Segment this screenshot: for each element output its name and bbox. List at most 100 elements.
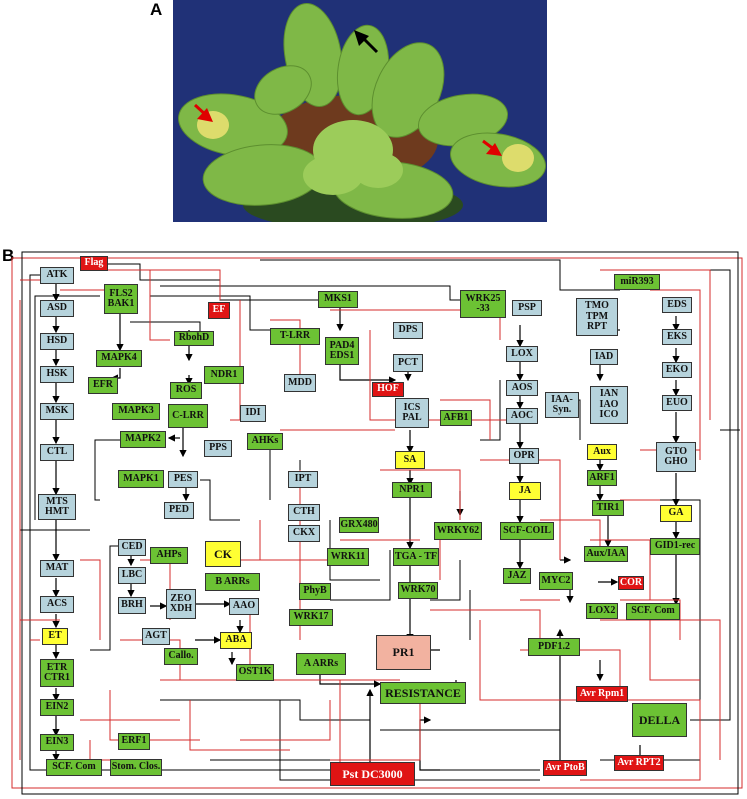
node-ped: PED — [164, 502, 194, 519]
node-della: DELLA — [632, 703, 687, 737]
node-avr-rpm1: Avr Rpm1 — [576, 686, 628, 702]
node-mdd: MDD — [284, 374, 316, 392]
node-stom-clos: Stom. Clos. — [110, 759, 162, 776]
node-etr-ctr1: ETR CTR1 — [40, 659, 74, 687]
node-opr: OPR — [509, 448, 539, 464]
node-ef: EF — [208, 302, 230, 319]
node-myc2: MYC2 — [539, 572, 573, 590]
node-ein3: EIN3 — [40, 734, 74, 751]
node-gid1-rec: GID1-rec — [650, 538, 700, 555]
node-b-arrs: B ARRs — [205, 573, 260, 591]
node-afb1: AFB1 — [440, 410, 472, 426]
node-grx480: GRX480 — [339, 517, 379, 533]
node-hof: HOF — [372, 382, 404, 397]
node-mapk2: MAPK2 — [120, 431, 166, 448]
node-pdf1-2: PDF1.2 — [528, 638, 580, 656]
node-lox2: LOX2 — [586, 603, 618, 619]
node-avr-ptob: Avr PtoB — [543, 760, 587, 776]
node-callo: Callo. — [164, 648, 198, 665]
node-asd: ASD — [40, 300, 74, 317]
node-mts-hmt: MTS HMT — [38, 494, 76, 520]
node-scf-com-right: SCF. Com — [626, 603, 680, 620]
node-ck: CK — [205, 541, 241, 567]
node-mks1: MKS1 — [318, 291, 358, 308]
node-ein2: EIN2 — [40, 699, 74, 716]
node-aoc: AOC — [506, 408, 538, 424]
node-ja: JA — [509, 482, 541, 500]
node-pct: PCT — [393, 354, 423, 372]
node-mapk1: MAPK1 — [118, 470, 164, 488]
node-mat: MAT — [40, 560, 74, 577]
node-wrky62: WRKY62 — [434, 522, 482, 540]
node-aux: Aux — [587, 444, 617, 460]
node-ced: CED — [118, 539, 146, 556]
node-euo: EUO — [662, 395, 692, 411]
node-aba: ABA — [220, 632, 252, 649]
node-eko: EKO — [662, 362, 692, 378]
node-jaz: JAZ — [503, 568, 531, 584]
node-lox: LOX — [506, 346, 538, 362]
node-aos: AOS — [506, 380, 538, 396]
node-mir393: miR393 — [614, 274, 660, 290]
node-tmo-tpm-rpt: TMO TPM RPT — [576, 298, 618, 336]
node-a-arrs: A ARRs — [296, 653, 346, 675]
node-aux-iaa: Aux/IAA — [584, 546, 628, 562]
node-acs: ACS — [40, 596, 74, 613]
node-erf1: ERF1 — [118, 733, 150, 750]
node-zeo-xdh: ZEO XDH — [166, 589, 196, 619]
node-tga-tf: TGA - TF — [393, 548, 439, 566]
node-ipt: IPT — [288, 471, 318, 488]
node-iaa-syn: IAA- Syn. — [545, 392, 579, 418]
node-wrk70: WRK70 — [398, 582, 438, 599]
node-resistance: RESISTANCE — [380, 682, 466, 704]
node-c-lrr: C-LRR — [168, 404, 208, 428]
node-ckx: CKX — [288, 525, 320, 542]
node-t-lrr: T-LRR — [270, 328, 320, 345]
node-phyb: PhyB — [299, 583, 331, 600]
node-agt: AGT — [142, 628, 170, 645]
node-msk: MSK — [40, 403, 74, 420]
node-wrk17: WRK17 — [289, 609, 333, 626]
node-ian-iao-ico: IAN IAO ICO — [590, 386, 628, 424]
node-efr: EFR — [88, 377, 118, 394]
node-hsk: HSK — [40, 366, 74, 383]
node-eds: EDS — [662, 297, 692, 313]
node-arf1: ARF1 — [587, 470, 617, 486]
node-npr1: NPR1 — [392, 482, 432, 498]
node-ga: GA — [660, 505, 692, 522]
node-fls2-bak1: FLS2 BAK1 — [104, 284, 138, 314]
node-ctl: CTL — [40, 444, 74, 461]
node-psp: PSP — [512, 300, 542, 316]
node-scf-coil: SCF-COIL — [500, 522, 554, 540]
node-ros: ROS — [170, 382, 202, 399]
node-idi: IDI — [240, 405, 266, 422]
node-cth: CTH — [288, 504, 320, 521]
node-avr-rpt2: Avr RPT2 — [614, 755, 664, 771]
node-wrk25-33: WRK25 -33 — [460, 290, 506, 318]
node-brh: BRH — [118, 597, 146, 614]
node-ndr1: NDR1 — [204, 366, 244, 384]
node-pes: PES — [168, 471, 198, 488]
node-mapk3: MAPK3 — [112, 403, 160, 420]
node-dps: DPS — [393, 322, 423, 339]
node-cor: COR — [618, 576, 644, 590]
node-aao: AAO — [229, 598, 259, 615]
panel-b-label: B — [2, 246, 15, 265]
node-hsd: HSD — [40, 333, 74, 350]
node-pr1: PR1 — [376, 635, 431, 670]
node-ahps: AHPs — [150, 547, 188, 564]
node-gto-gho: GTO GHO — [656, 442, 696, 472]
node-mapk4: MAPK4 — [96, 350, 142, 367]
node-wrk11: WRK11 — [327, 548, 369, 566]
node-pad4-eds1: PAD4 EDS1 — [325, 337, 359, 365]
plant-photo — [173, 0, 547, 222]
node-flag: Flag — [80, 256, 108, 271]
panel-a-label: A — [150, 0, 163, 19]
node-lbc: LBC — [118, 567, 146, 584]
node-pst-dc3000: Pst DC3000 — [330, 762, 415, 786]
node-iad: IAD — [590, 349, 618, 365]
node-tir1: TIR1 — [592, 500, 624, 516]
node-scf-com-left: SCF. Com — [46, 759, 102, 776]
node-eks: EKS — [662, 329, 692, 345]
node-rbohd: RbohD — [174, 331, 214, 346]
